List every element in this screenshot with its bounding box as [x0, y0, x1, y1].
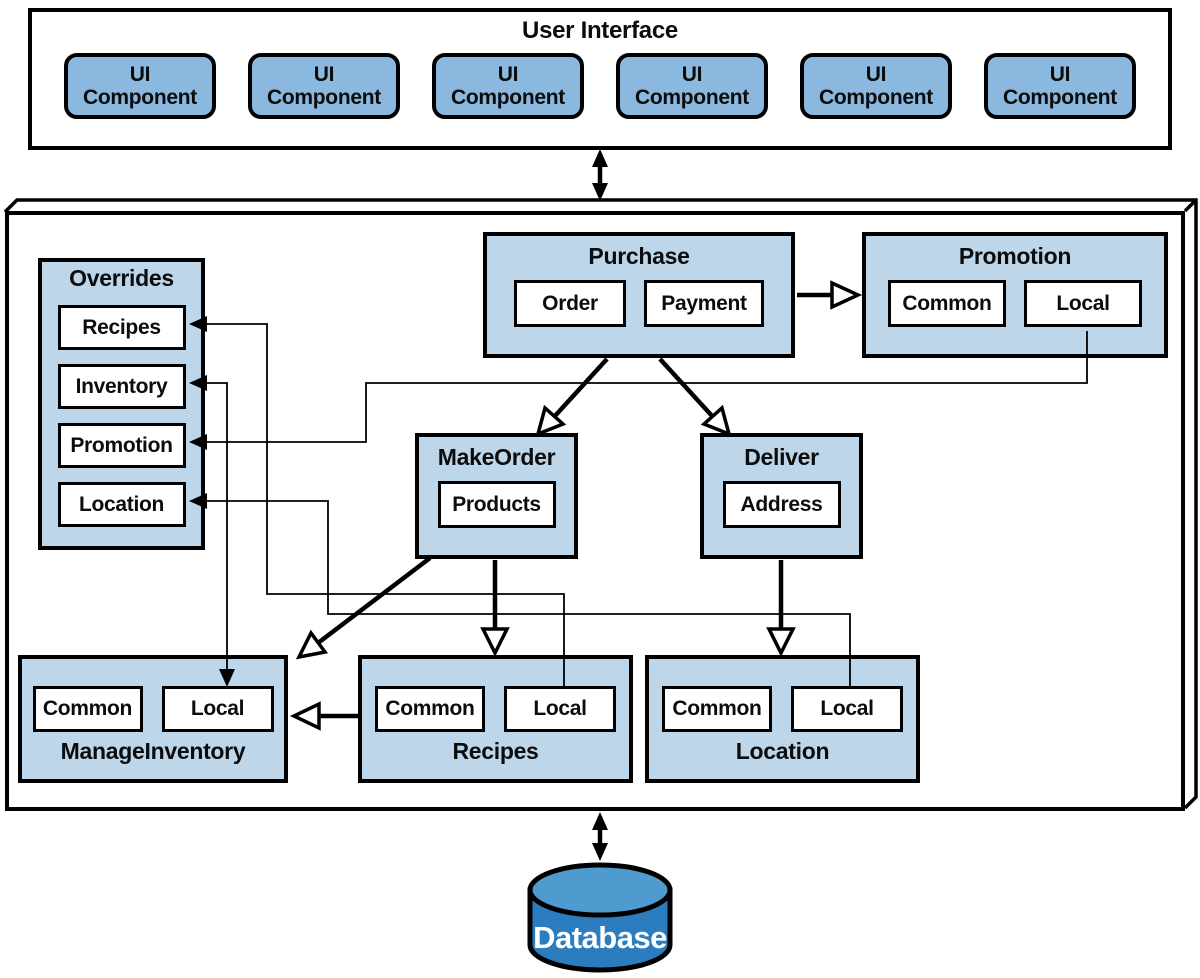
- recipes-box: Common Local Recipes: [358, 655, 633, 783]
- database-cylinder: Database: [527, 862, 673, 973]
- recipes-item-local: Local: [504, 686, 616, 732]
- ui-component-box: UI Component: [984, 53, 1136, 120]
- makeorder-title: MakeOrder: [437, 444, 556, 470]
- overrides-item-recipes: Recipes: [57, 305, 186, 351]
- ui-component-row: UI Component UI Component UI Component U…: [32, 53, 1168, 120]
- ui-component-label: UI Component: [267, 62, 381, 110]
- arrowhead-down-icon: [592, 183, 608, 201]
- ui-component-label: UI Component: [83, 62, 197, 110]
- manageinventory-box: Common Local ManageInventory: [18, 655, 288, 783]
- promotion-item-common: Common: [888, 280, 1006, 328]
- manageinventory-title: ManageInventory: [60, 738, 246, 764]
- overrides-box: Overrides Recipes Inventory Promotion Lo…: [38, 258, 205, 550]
- ui-component-label: UI Component: [635, 62, 749, 110]
- makeorder-item-products: Products: [437, 481, 556, 529]
- user-interface-container: User Interface UI Component UI Component…: [28, 8, 1172, 150]
- ui-component-box: UI Component: [616, 53, 768, 120]
- purchase-box: Purchase Order Payment: [483, 232, 795, 358]
- purchase-title: Purchase: [588, 243, 690, 269]
- promotion-box: Promotion Common Local: [862, 232, 1168, 358]
- ui-component-label: UI Component: [819, 62, 933, 110]
- overrides-item-promotion: Promotion: [57, 423, 186, 469]
- location-box: Common Local Location: [645, 655, 920, 783]
- manageinventory-item-local: Local: [161, 686, 274, 732]
- manageinventory-item-common: Common: [32, 686, 143, 732]
- ui-component-box: UI Component: [64, 53, 216, 120]
- overrides-item-inventory: Inventory: [57, 364, 186, 410]
- ui-component-box: UI Component: [248, 53, 400, 120]
- location-item-local: Local: [791, 686, 903, 732]
- arrowhead-up-icon: [592, 149, 608, 167]
- arrowhead-up-icon: [592, 812, 608, 830]
- recipes-item-common: Common: [375, 686, 485, 732]
- overrides-item-location: Location: [57, 482, 186, 528]
- purchase-item-payment: Payment: [644, 280, 764, 328]
- purchase-item-order: Order: [514, 280, 626, 328]
- overrides-title: Overrides: [69, 265, 174, 291]
- location-title: Location: [735, 738, 830, 764]
- recipes-title: Recipes: [452, 738, 539, 764]
- promotion-item-local: Local: [1024, 280, 1142, 328]
- deliver-title: Deliver: [744, 444, 819, 470]
- arrowhead-down-icon: [592, 843, 608, 861]
- deliver-item-address: Address: [722, 481, 841, 529]
- ui-component-box: UI Component: [432, 53, 584, 120]
- promotion-title: Promotion: [958, 243, 1072, 269]
- deliver-box: Deliver Address: [700, 433, 863, 559]
- ui-component-box: UI Component: [800, 53, 952, 120]
- ui-component-label: UI Component: [451, 62, 565, 110]
- database-label: Database: [533, 920, 667, 955]
- location-item-common: Common: [662, 686, 772, 732]
- makeorder-box: MakeOrder Products: [415, 433, 578, 559]
- ui-component-label: UI Component: [1003, 62, 1117, 110]
- user-interface-title: User Interface: [522, 17, 678, 44]
